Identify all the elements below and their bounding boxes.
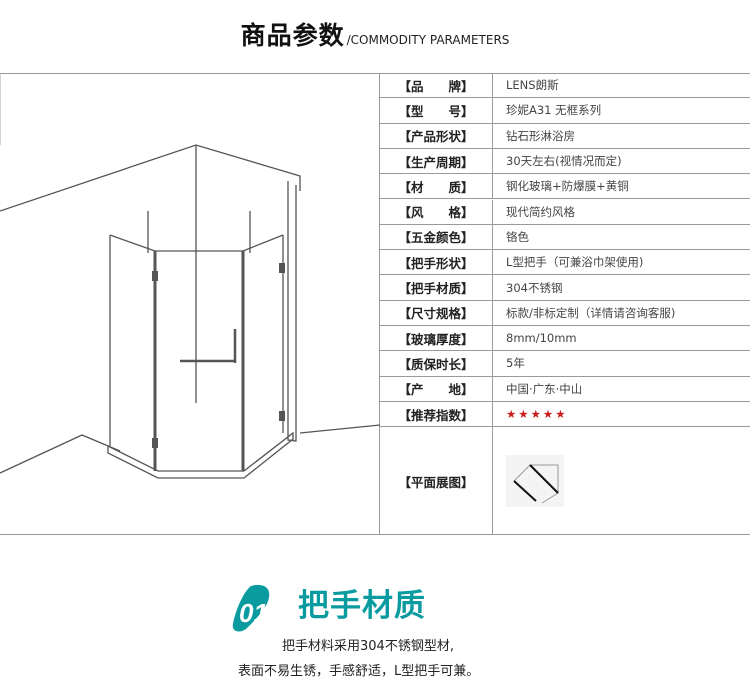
feature-description-line-2: 表面不易生锈，手感舒适，L型把手可兼。 — [238, 664, 480, 679]
spec-value: 钻石形淋浴房 — [506, 128, 575, 143]
spec-label: 【质保时长】 — [380, 351, 493, 376]
spec-row: 【风 格】现代简约风格 — [380, 199, 750, 225]
spec-label: 【平面展图】 — [380, 427, 493, 535]
section-header: 商品参数/COMMODITY PARAMETERS — [0, 16, 750, 56]
spec-value — [506, 427, 564, 535]
spec-row: 【型 号】珍妮A31 无框系列 — [380, 98, 750, 124]
wall-top-edge — [0, 144, 301, 212]
section-title: 商品参数 — [240, 21, 345, 50]
spec-label: 【品 牌】 — [380, 73, 493, 98]
spec-row: 【尺寸规格】标款/非标定制（详情请咨询客服) — [380, 300, 750, 326]
feature-number-badge: 01 — [232, 584, 270, 632]
spec-value: 8mm/10mm — [506, 331, 577, 346]
spec-value: 标款/非标定制（详情请咨询客服) — [506, 305, 676, 320]
spec-row: 【质保时长】 5年 — [380, 351, 750, 377]
spec-label: 【产 地】 — [380, 376, 493, 401]
spec-value: 钢化玻璃+防爆膜+黄铜 — [506, 179, 629, 194]
spec-value: 304不锈钢 — [506, 280, 563, 295]
shower-tray — [107, 431, 294, 479]
spec-row: 【推荐指数】 ★★★★★ — [380, 401, 750, 428]
spec-label: 【五金颜色】 — [380, 224, 493, 250]
spec-value: 铬色 — [506, 229, 529, 244]
spec-label: 【风 格】 — [380, 199, 493, 224]
spec-value: 30天左右(视情况而定) — [506, 154, 622, 169]
spec-row: 【品 牌】 LENS朗斯 — [380, 73, 750, 99]
spec-label: 【型 号】 — [380, 98, 493, 123]
spec-value: 中国·广东·中山 — [506, 381, 583, 396]
spec-table: 【品 牌】LENS朗斯【型 号】珍妮A31 无框系列【产品形状】钻石形淋浴房【生… — [380, 73, 750, 535]
spec-row: 【材 质】钢化玻璃+防爆膜+黄铜 — [380, 174, 750, 200]
spec-value: L型把手（可兼浴巾架使用) — [506, 255, 644, 270]
spec-row: 【产 地】中国·广东·中山 — [380, 376, 750, 402]
spec-label: 【玻璃厚度】 — [380, 326, 493, 351]
spec-row: 【产品形状】钻石形淋浴房 — [380, 123, 750, 149]
spec-label: 【生产周期】 — [380, 148, 493, 174]
feature-description-line-1: 把手材料采用304不锈钢型材, — [282, 639, 454, 654]
glass-top-right — [242, 234, 284, 252]
spec-row: 【五金颜色】铬色 — [380, 224, 750, 251]
spec-row: 【生产周期】 30天左右(视情况而定) — [380, 148, 750, 175]
spec-value: 5年 — [506, 356, 525, 371]
spec-label: 【把手形状】 — [380, 250, 493, 275]
wall-thickness — [287, 181, 297, 442]
badge-brush-shape — [232, 584, 270, 632]
wall-floor-right — [299, 424, 380, 434]
rating-stars: ★★★★★ — [506, 407, 568, 422]
spec-row: 【平面展图】 — [380, 427, 750, 535]
feature-number: 01 — [239, 598, 268, 628]
spec-value: 珍妮A31 无框系列 — [506, 103, 602, 118]
floor-plan-thumbnail — [506, 455, 564, 508]
spec-value: 现代简约风格 — [506, 204, 575, 219]
spec-row: 【把手材质】 304不锈钢 — [380, 275, 750, 301]
spec-row: 【玻璃厚度】 8mm/10mm — [380, 326, 750, 352]
hinges — [152, 263, 285, 448]
feature-title: 把手材质 — [298, 588, 426, 624]
section-subtitle: /COMMODITY PARAMETERS — [346, 33, 510, 47]
spec-label: 【推荐指数】 — [380, 401, 493, 427]
spec-label: 【尺寸规格】 — [380, 300, 493, 325]
spec-label: 【产品形状】 — [380, 123, 493, 148]
product-drawing — [0, 73, 380, 535]
spec-label: 【材 质】 — [380, 174, 493, 199]
wall-floor-left — [0, 434, 121, 474]
parameter-frame — [0, 73, 750, 535]
spec-value: LENS朗斯 — [506, 78, 559, 93]
spec-row: 【把手形状】 L型把手（可兼浴巾架使用) — [380, 250, 750, 276]
spec-label: 【把手材质】 — [380, 275, 493, 300]
shower-enclosure-illustration — [0, 73, 380, 479]
